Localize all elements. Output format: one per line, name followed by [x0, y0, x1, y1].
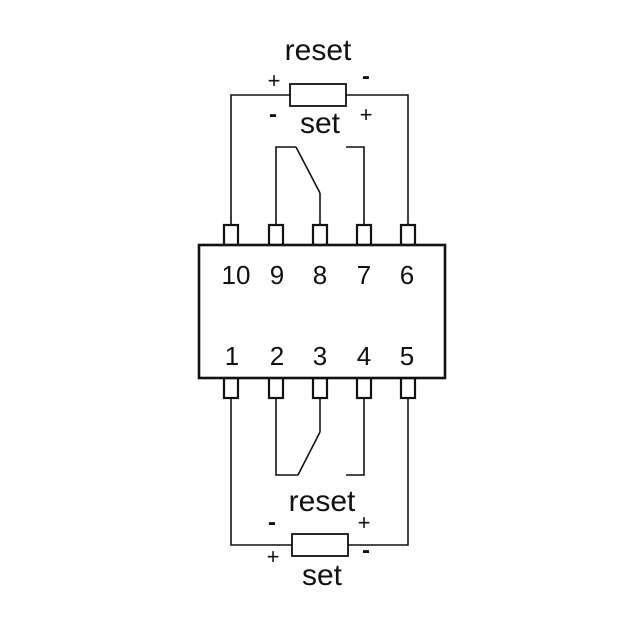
top-set-plus-sign: + [360, 102, 373, 127]
pin-number-10: 10 [222, 260, 251, 290]
top-contact-wiring [275, 146, 365, 225]
pin-number-3: 3 [313, 341, 327, 371]
pin-7-lead [355, 223, 373, 247]
pin-1-lead [222, 376, 240, 400]
pin-number-9: 9 [270, 260, 284, 290]
top-coil-resistor [289, 83, 347, 107]
pin-number-5: 5 [400, 341, 414, 371]
bottom-set-plus-sign: + [267, 544, 280, 569]
bottom-coil-wire-right [348, 398, 409, 546]
pin-9-lead [267, 223, 285, 247]
pin-6-lead [399, 223, 417, 247]
top-contact-wire-pin9 [275, 146, 296, 225]
top-reset-label: reset [285, 34, 352, 67]
pin-2-lead [267, 376, 285, 400]
bottom-switch-blade [297, 431, 321, 476]
pin-number-8: 8 [313, 260, 327, 290]
bottom-reset-plus-sign: + [358, 510, 371, 535]
top-contact-wire-pin7 [346, 146, 365, 225]
pin-number-7: 7 [357, 260, 371, 290]
bottom-pins [222, 376, 417, 400]
bottom-reset-label: reset [289, 485, 356, 518]
bottom-reset-minus-sign: - [268, 509, 276, 536]
top-coil-wire-left [230, 94, 290, 225]
bottom-coil-wiring [230, 398, 409, 557]
top-switch-blade [295, 146, 321, 194]
pin-number-2: 2 [270, 341, 284, 371]
bottom-contact-wiring [275, 398, 365, 476]
bottom-set-minus-sign: - [362, 537, 370, 564]
top-reset-plus-sign: + [268, 68, 281, 93]
pin-8-lead [311, 223, 329, 247]
top-set-label: set [300, 107, 341, 140]
top-set-minus-sign: - [269, 101, 277, 128]
relay-body [197, 243, 447, 380]
bottom-contact-wire-pin2 [275, 398, 298, 476]
top-coil-wiring [230, 83, 409, 225]
pin-number-1: 1 [225, 341, 239, 371]
pin-number-4: 4 [357, 341, 371, 371]
bottom-coil-resistor [291, 533, 349, 557]
bottom-set-label: set [302, 559, 343, 592]
top-coil-wire-right [346, 94, 409, 225]
pin-number-6: 6 [400, 260, 414, 290]
pin-5-lead [399, 376, 417, 400]
top-pins [222, 223, 417, 247]
pin-3-lead [311, 376, 329, 400]
pin-10-lead [222, 223, 240, 247]
top-reset-minus-sign: - [362, 63, 370, 90]
bottom-coil-wire-left [230, 398, 292, 546]
bottom-contact-wire-pin4 [346, 398, 365, 476]
pin-4-lead [355, 376, 373, 400]
